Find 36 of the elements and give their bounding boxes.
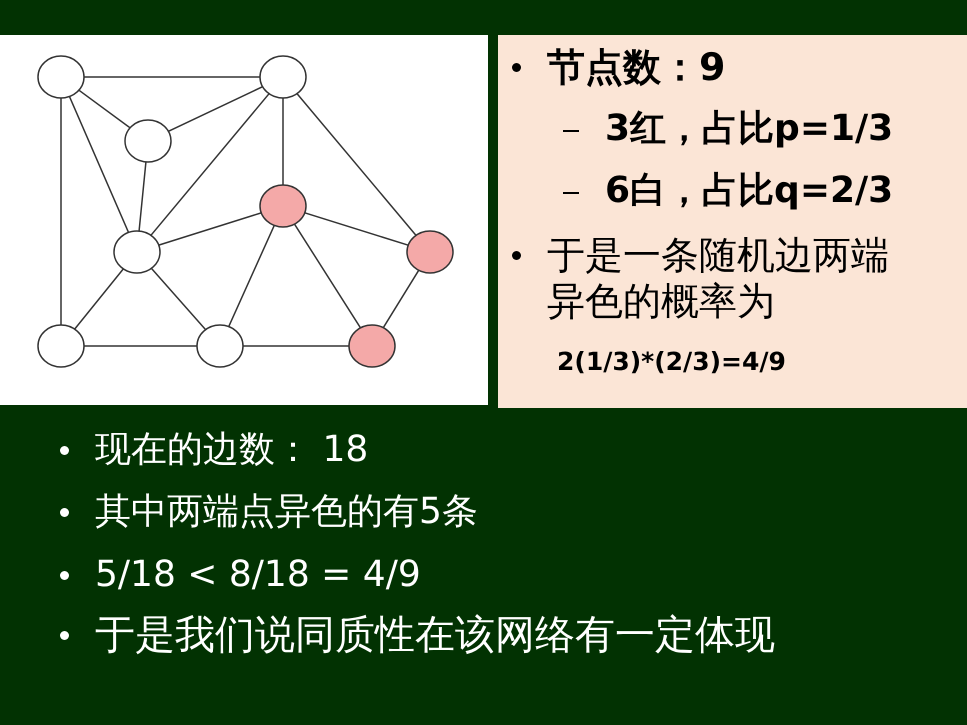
graph-node bbox=[348, 324, 396, 368]
graph-node bbox=[113, 230, 161, 274]
graph-edge bbox=[78, 90, 131, 128]
graph-edge bbox=[382, 270, 420, 328]
bullet-text: 5/18 < 8/18 = 4/9 bbox=[95, 553, 421, 597]
bullet-text: 2(1/3)*(2/3)=4/9 bbox=[557, 346, 786, 378]
bullet-text: 于是一条随机边两端异色的概率为 bbox=[547, 232, 890, 324]
graph-edge bbox=[84, 345, 197, 347]
bullet-text: 节点数：9 bbox=[547, 44, 726, 90]
graph-node bbox=[406, 230, 454, 274]
graph-edge bbox=[150, 93, 270, 236]
graph-edge bbox=[294, 224, 362, 328]
bullet-text: 现在的边数： 18 bbox=[95, 428, 368, 472]
graph-edge bbox=[296, 93, 417, 236]
bullet-text: 3红，占比p=1/3 bbox=[605, 107, 894, 151]
graph-edge bbox=[282, 98, 284, 185]
graph-edge bbox=[84, 76, 260, 78]
graph-edge bbox=[243, 345, 349, 347]
graph-node bbox=[37, 55, 85, 99]
graph-edge bbox=[228, 225, 275, 327]
graph-node bbox=[259, 184, 307, 228]
graph-edge bbox=[138, 162, 147, 232]
bullet-text: 6白，占比q=2/3 bbox=[605, 169, 894, 213]
graph-node bbox=[124, 119, 172, 163]
graph-edge bbox=[68, 96, 130, 233]
graph-node bbox=[259, 55, 307, 99]
bullet-text: 于是我们说同质性在该网络有一定体现 bbox=[95, 612, 775, 658]
graph-edge bbox=[158, 212, 262, 246]
graph-edge bbox=[74, 268, 124, 330]
graph-node bbox=[196, 324, 244, 368]
graph-edge bbox=[60, 98, 62, 325]
graph-edge bbox=[304, 212, 408, 246]
graph-edge bbox=[168, 86, 263, 132]
graph-edge bbox=[150, 268, 206, 330]
bullet-text: 其中两端点异色的有5条 bbox=[95, 490, 478, 534]
graph-node bbox=[37, 324, 85, 368]
